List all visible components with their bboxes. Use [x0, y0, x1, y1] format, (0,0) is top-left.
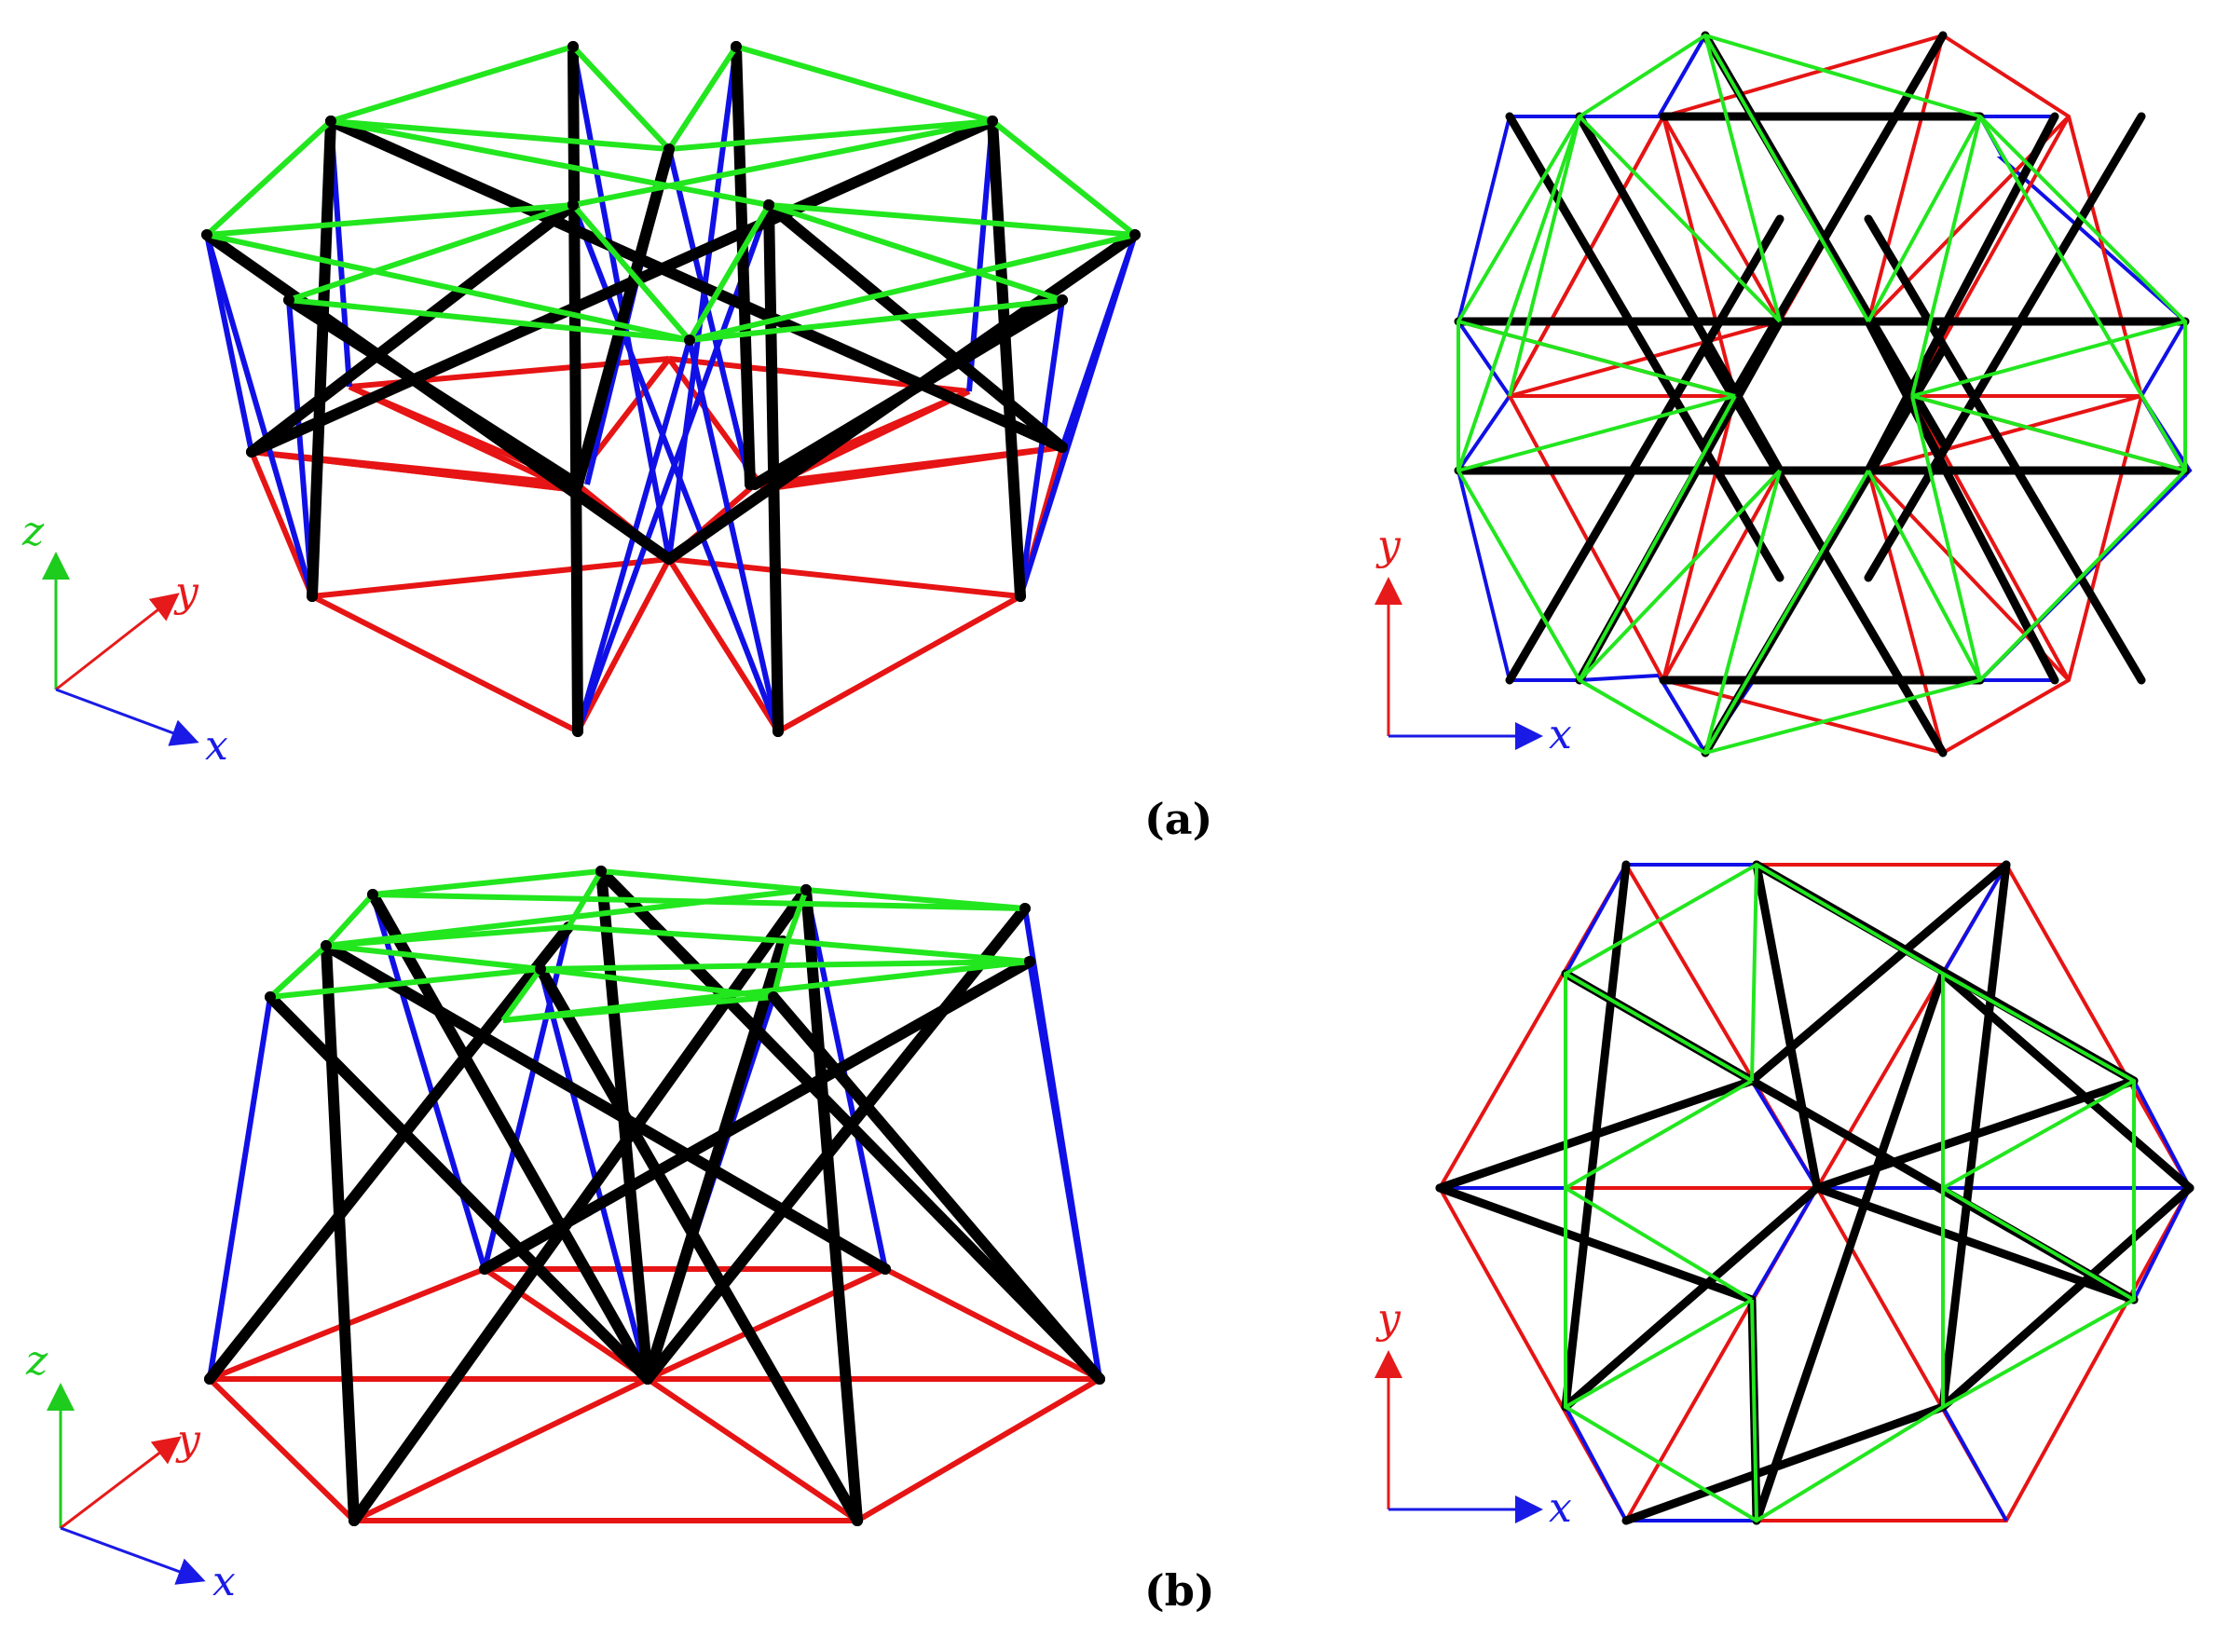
- bottom-strings: [207, 1266, 1101, 1523]
- axis-label-x: x: [1549, 1484, 1572, 1532]
- axis-label-y: y: [1375, 522, 1402, 569]
- panel-b-top-view: y x: [1374, 860, 2195, 1532]
- nodes: [204, 866, 1105, 1526]
- axes-triad-a-right: y x: [1374, 522, 1572, 758]
- axes-triad-a-left: z y x: [21, 508, 228, 770]
- top-strings: [1456, 33, 2187, 756]
- axis-label-y: y: [175, 1416, 201, 1464]
- struts: [204, 866, 1105, 1526]
- nodes: [201, 41, 1141, 737]
- panel-label-b: (b): [1144, 1565, 1215, 1616]
- top-strings: [204, 44, 1137, 343]
- axis-label-z: z: [25, 1337, 48, 1385]
- axis-label-z: z: [21, 508, 45, 555]
- axes-triad-b-right: y x: [1374, 1295, 1572, 1532]
- axis-label-y: y: [173, 568, 199, 616]
- top-strings: [1564, 862, 2136, 1523]
- panel-a-3d-view: z y x: [21, 41, 1141, 770]
- axes-triad-b-left: z y x: [25, 1337, 236, 1605]
- top-strings: [267, 868, 1031, 1023]
- axis-label-y: y: [1375, 1295, 1402, 1343]
- axis-label-x: x: [205, 722, 228, 770]
- panel-a-top-view: y x: [1374, 31, 2193, 758]
- axis-label-x: x: [1549, 711, 1572, 758]
- panel-b-3d-view: z y x: [25, 866, 1105, 1605]
- vertical-strings: [1440, 863, 2192, 1522]
- bottom-strings: [1457, 33, 2186, 756]
- struts: [201, 41, 1141, 737]
- vertical-strings: [204, 46, 1138, 733]
- struts: [1435, 860, 2195, 1525]
- axis-label-x: x: [212, 1558, 236, 1605]
- panel-label-a: (a): [1144, 794, 1213, 844]
